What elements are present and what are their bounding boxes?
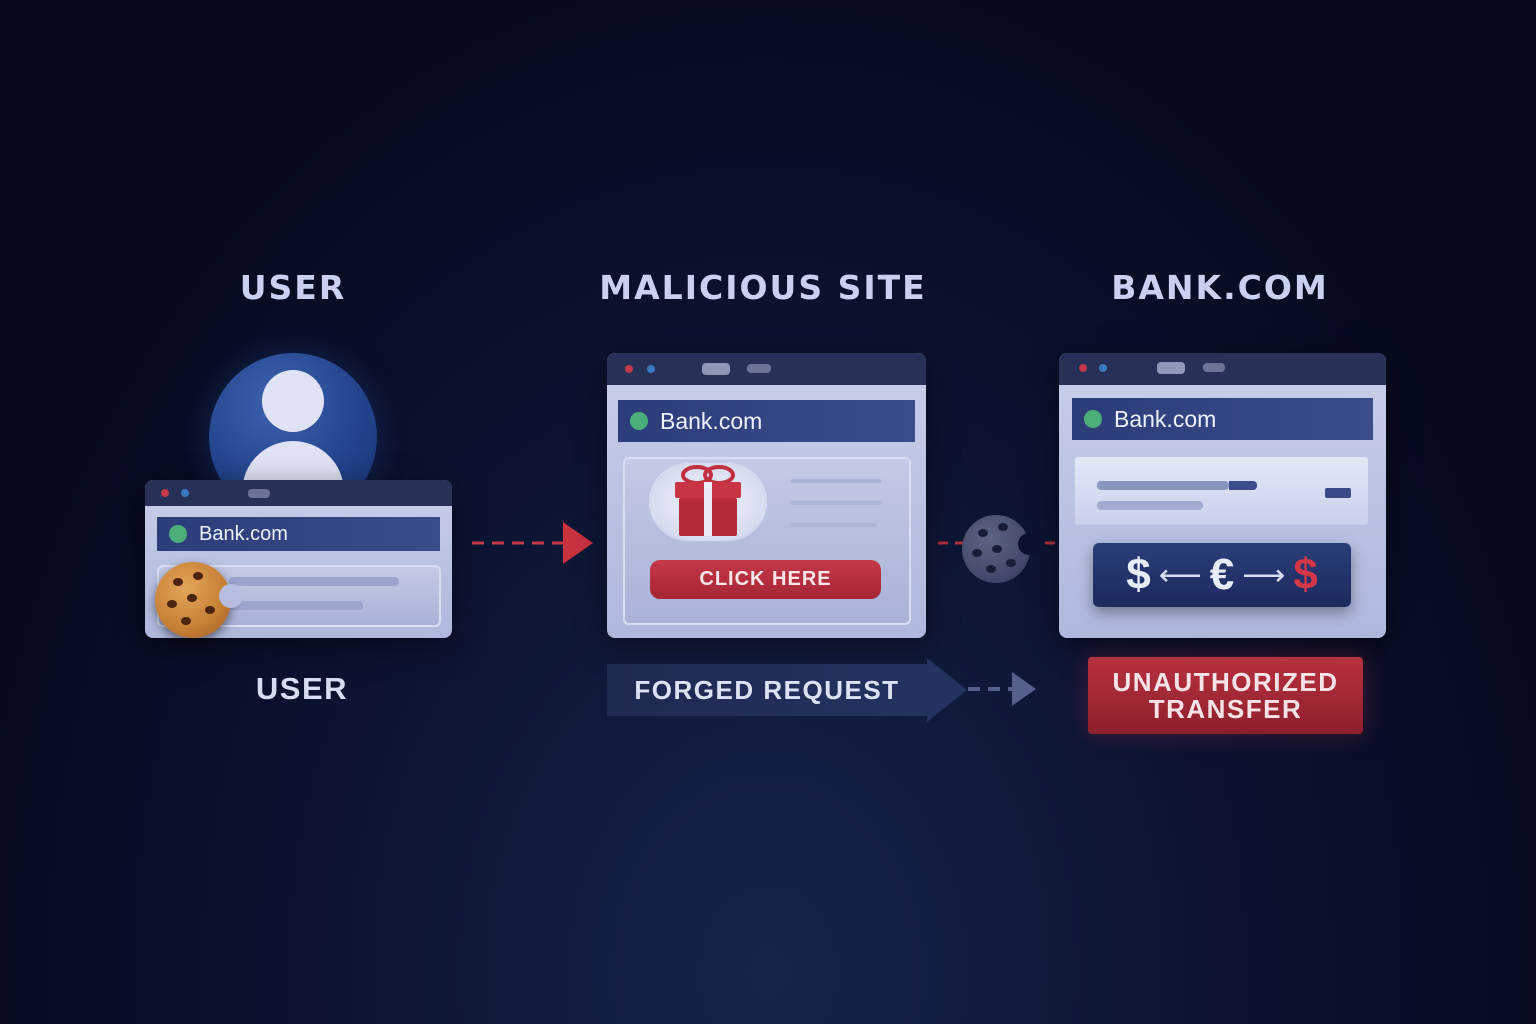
forged-request-banner: FORGED REQUEST — [607, 664, 927, 716]
tab-icon — [747, 364, 771, 373]
cookie-chip — [181, 617, 191, 625]
content-line — [229, 601, 363, 610]
cookie-chip — [173, 578, 183, 586]
unauthorized-transfer-badge: UNAUTHORIZED TRANSFER — [1088, 657, 1363, 734]
content-line — [1097, 481, 1229, 490]
cookie-chip — [986, 565, 996, 573]
forged-request-label: FORGED REQUEST — [634, 674, 900, 705]
close-dot-icon — [625, 365, 633, 373]
cookie-chip — [992, 545, 1002, 553]
address-bar[interactable]: Bank.com — [1072, 398, 1373, 440]
close-dot-icon — [161, 489, 169, 497]
content-line-highlight — [1229, 481, 1257, 490]
address-bar[interactable]: Bank.com — [157, 517, 440, 551]
tab-icon — [1203, 363, 1225, 372]
cookie-chip — [167, 600, 177, 608]
currency-transfer-panel: $ ⟵ € ⟶ $ — [1093, 543, 1351, 607]
click-here-button[interactable]: CLICK HERE — [650, 560, 881, 599]
gift-svg — [675, 465, 741, 536]
account-card — [1075, 457, 1368, 525]
cookie-chip — [1006, 559, 1016, 567]
gift-icon — [649, 463, 767, 541]
user-browser-window: Bank.com — [145, 480, 452, 638]
content-line — [1097, 501, 1203, 510]
forged-request-arrow-icon — [1012, 672, 1036, 706]
forged-request-arrow-tip — [927, 658, 967, 722]
cookie-chip — [978, 529, 988, 537]
cookie-chip — [972, 549, 982, 557]
content-line — [791, 479, 881, 483]
content-line — [791, 523, 877, 527]
secure-status-icon — [630, 412, 648, 430]
secure-status-icon — [1084, 410, 1102, 428]
user-column-title: USER — [239, 268, 347, 307]
cookie-chip — [998, 523, 1008, 531]
window-titlebar — [607, 353, 926, 385]
avatar-head — [262, 370, 324, 432]
secure-status-icon — [169, 525, 187, 543]
tab-icon — [248, 489, 270, 498]
malicious-site-window: Bank.com CLICK HERE — [607, 353, 926, 638]
arrow-left-icon: ⟵ — [1158, 558, 1202, 592]
bank-window: Bank.com $ ⟵ € ⟶ $ — [1059, 353, 1386, 638]
address-bar-url: Bank.com — [199, 522, 288, 545]
cookie-bite — [1018, 533, 1040, 555]
dollar-icon: $ — [1126, 550, 1151, 599]
content-line — [791, 501, 881, 505]
cookie-chip — [193, 572, 203, 580]
minimize-dot-icon — [1099, 364, 1107, 372]
address-bar-url: Bank.com — [1114, 405, 1217, 432]
dollar-red-icon: $ — [1293, 550, 1318, 599]
window-titlebar — [1059, 353, 1386, 385]
user-label: USER — [255, 671, 349, 706]
arrow-right-icon — [563, 522, 593, 564]
tab-icon — [1157, 362, 1185, 374]
window-titlebar — [145, 480, 452, 506]
close-dot-icon — [1079, 364, 1087, 372]
address-bar[interactable]: Bank.com — [618, 400, 915, 442]
malicious-site-column-title: MALICIOUS SITE — [599, 268, 927, 307]
cookie-icon — [155, 562, 243, 638]
content-line — [229, 577, 399, 586]
address-bar-url: Bank.com — [660, 407, 763, 434]
tab-icon — [702, 363, 730, 375]
account-badge — [1325, 488, 1351, 498]
arrow-right-icon: ⟶ — [1242, 558, 1286, 592]
bank-column-title: BANK.COM — [1111, 268, 1329, 307]
euro-icon: € — [1209, 550, 1235, 599]
cookie-bite — [219, 584, 243, 608]
cookie-chip — [205, 606, 215, 614]
minimize-dot-icon — [181, 489, 189, 497]
stolen-cookie-icon — [962, 515, 1040, 583]
minimize-dot-icon — [647, 365, 655, 373]
cookie-chip — [187, 594, 197, 602]
